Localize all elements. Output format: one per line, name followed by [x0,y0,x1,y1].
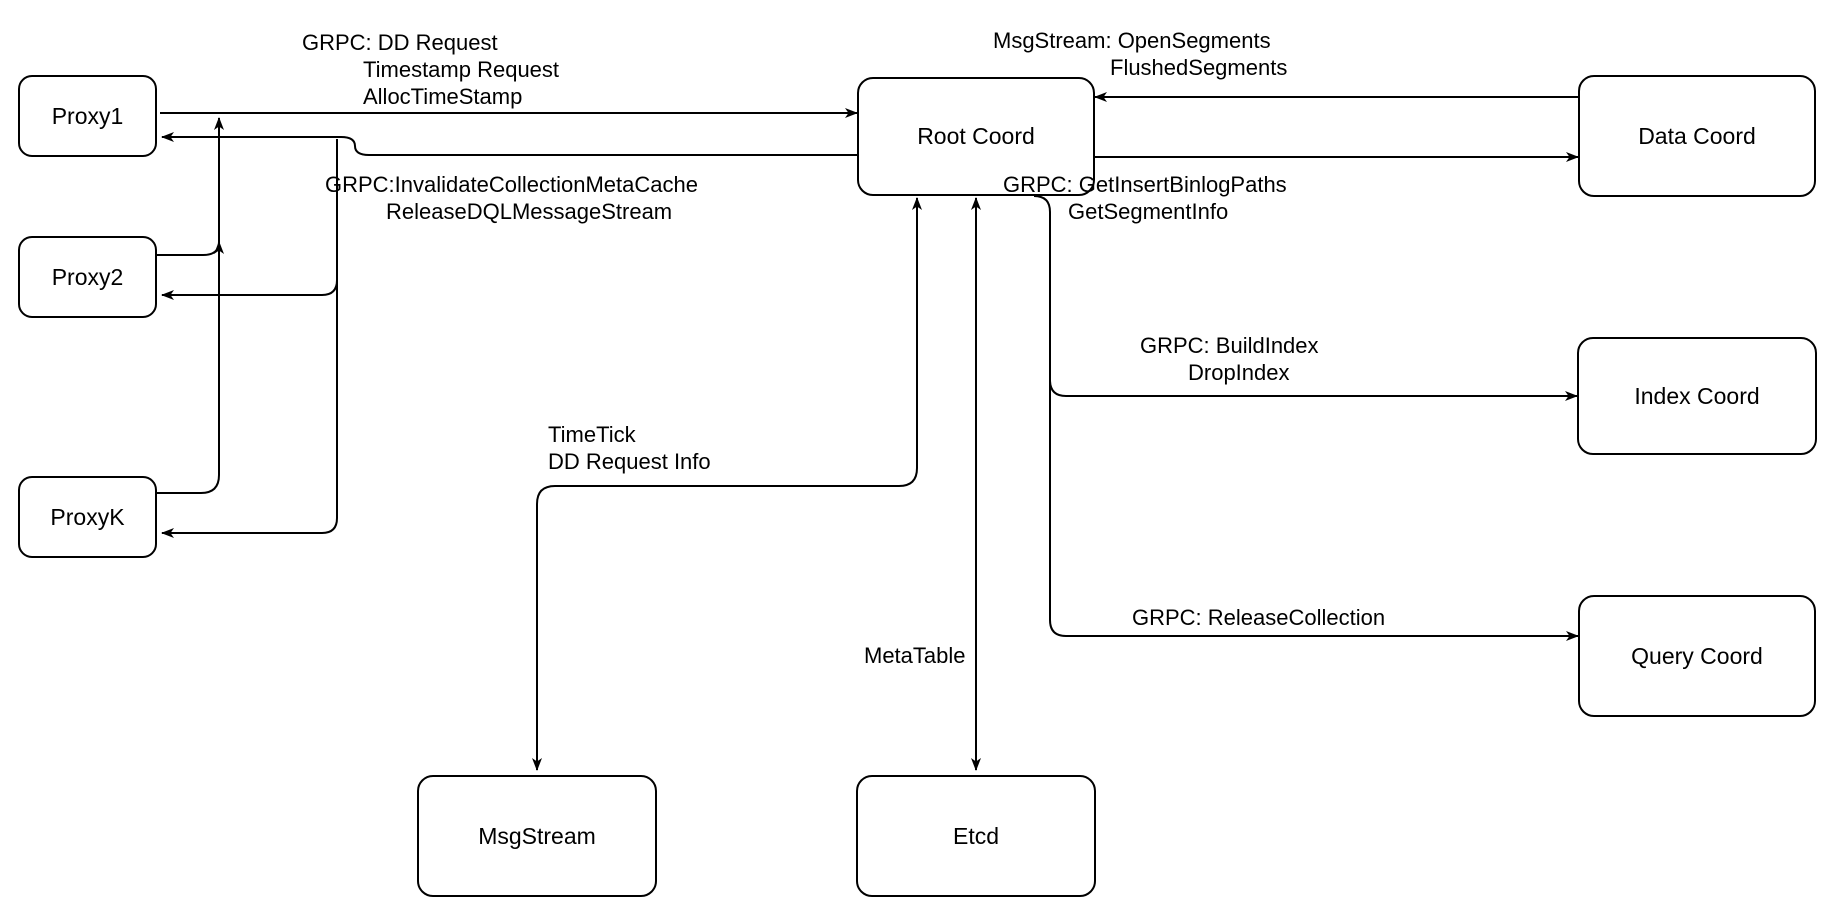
edge-label-line: GRPC: DD Request [302,30,498,55]
edge-label-proxy-to-root: GRPC: DD Request Timestamp Request Alloc… [302,29,559,110]
node-query-coord: Query Coord [1578,595,1816,717]
edge-label-line: FlushedSegments [1110,55,1288,80]
node-proxy1: Proxy1 [18,75,157,157]
edge-label-line: TimeTick [548,422,636,447]
edge-label-line: DD Request Info [548,449,711,474]
node-data-coord: Data Coord [1578,75,1816,197]
edge-label-root-to-data: GRPC: GetInsertBinlogPaths GetSegmentInf… [1003,171,1287,225]
edge-label-root-to-etcd: MetaTable [864,642,966,669]
edge-rootcoord-to-msgstream [532,197,922,771]
edge-label-line: GetSegmentInfo [1068,199,1229,224]
node-msgstream: MsgStream [417,775,657,897]
edge-label-line: GRPC: BuildIndex [1140,333,1319,358]
node-proxy2: Proxy2 [18,236,157,318]
edge-label-line: GRPC: ReleaseCollection [1132,605,1386,630]
edge-rootcoord-to-querycoord [1033,195,1579,641]
edge-label-line: MsgStream: OpenSegments [993,28,1271,53]
edge-label-line: Timestamp Request [363,57,560,82]
edge-proxy2-merge-trunk [157,241,224,256]
edge-label-root-to-msgstream: TimeTick DD Request Info [548,421,711,475]
edge-label-root-to-index: GRPC: BuildIndex DropIndex [1140,332,1319,386]
edge-rootcoord-to-indexcoord [1049,379,1578,401]
edge-rootcoord-to-proxy2 [161,139,338,300]
node-proxyk: ProxyK [18,476,157,558]
edge-proxyk-merge-trunk [157,117,224,494]
edge-rootcoord-to-proxy1 [161,132,857,156]
edge-rootcoord-to-proxyk [161,139,338,538]
edge-label-line: MetaTable [864,643,966,668]
edge-label-root-to-query: GRPC: ReleaseCollection [1132,604,1385,631]
edge-label-line: DropIndex [1188,360,1290,385]
node-root-coord: Root Coord [857,77,1095,196]
node-etcd: Etcd [856,775,1096,897]
edge-label-line: GRPC: GetInsertBinlogPaths [1003,172,1287,197]
edge-label-root-to-proxy: GRPC:InvalidateCollectionMetaCache Relea… [325,171,698,225]
edge-label-line: AllocTimeStamp [363,84,523,109]
edge-label-line: ReleaseDQLMessageStream [386,199,673,224]
edge-label-data-to-root: MsgStream: OpenSegments FlushedSegments [993,27,1287,81]
edge-label-line: GRPC:InvalidateCollectionMetaCache [325,172,698,197]
node-index-coord: Index Coord [1577,337,1817,455]
